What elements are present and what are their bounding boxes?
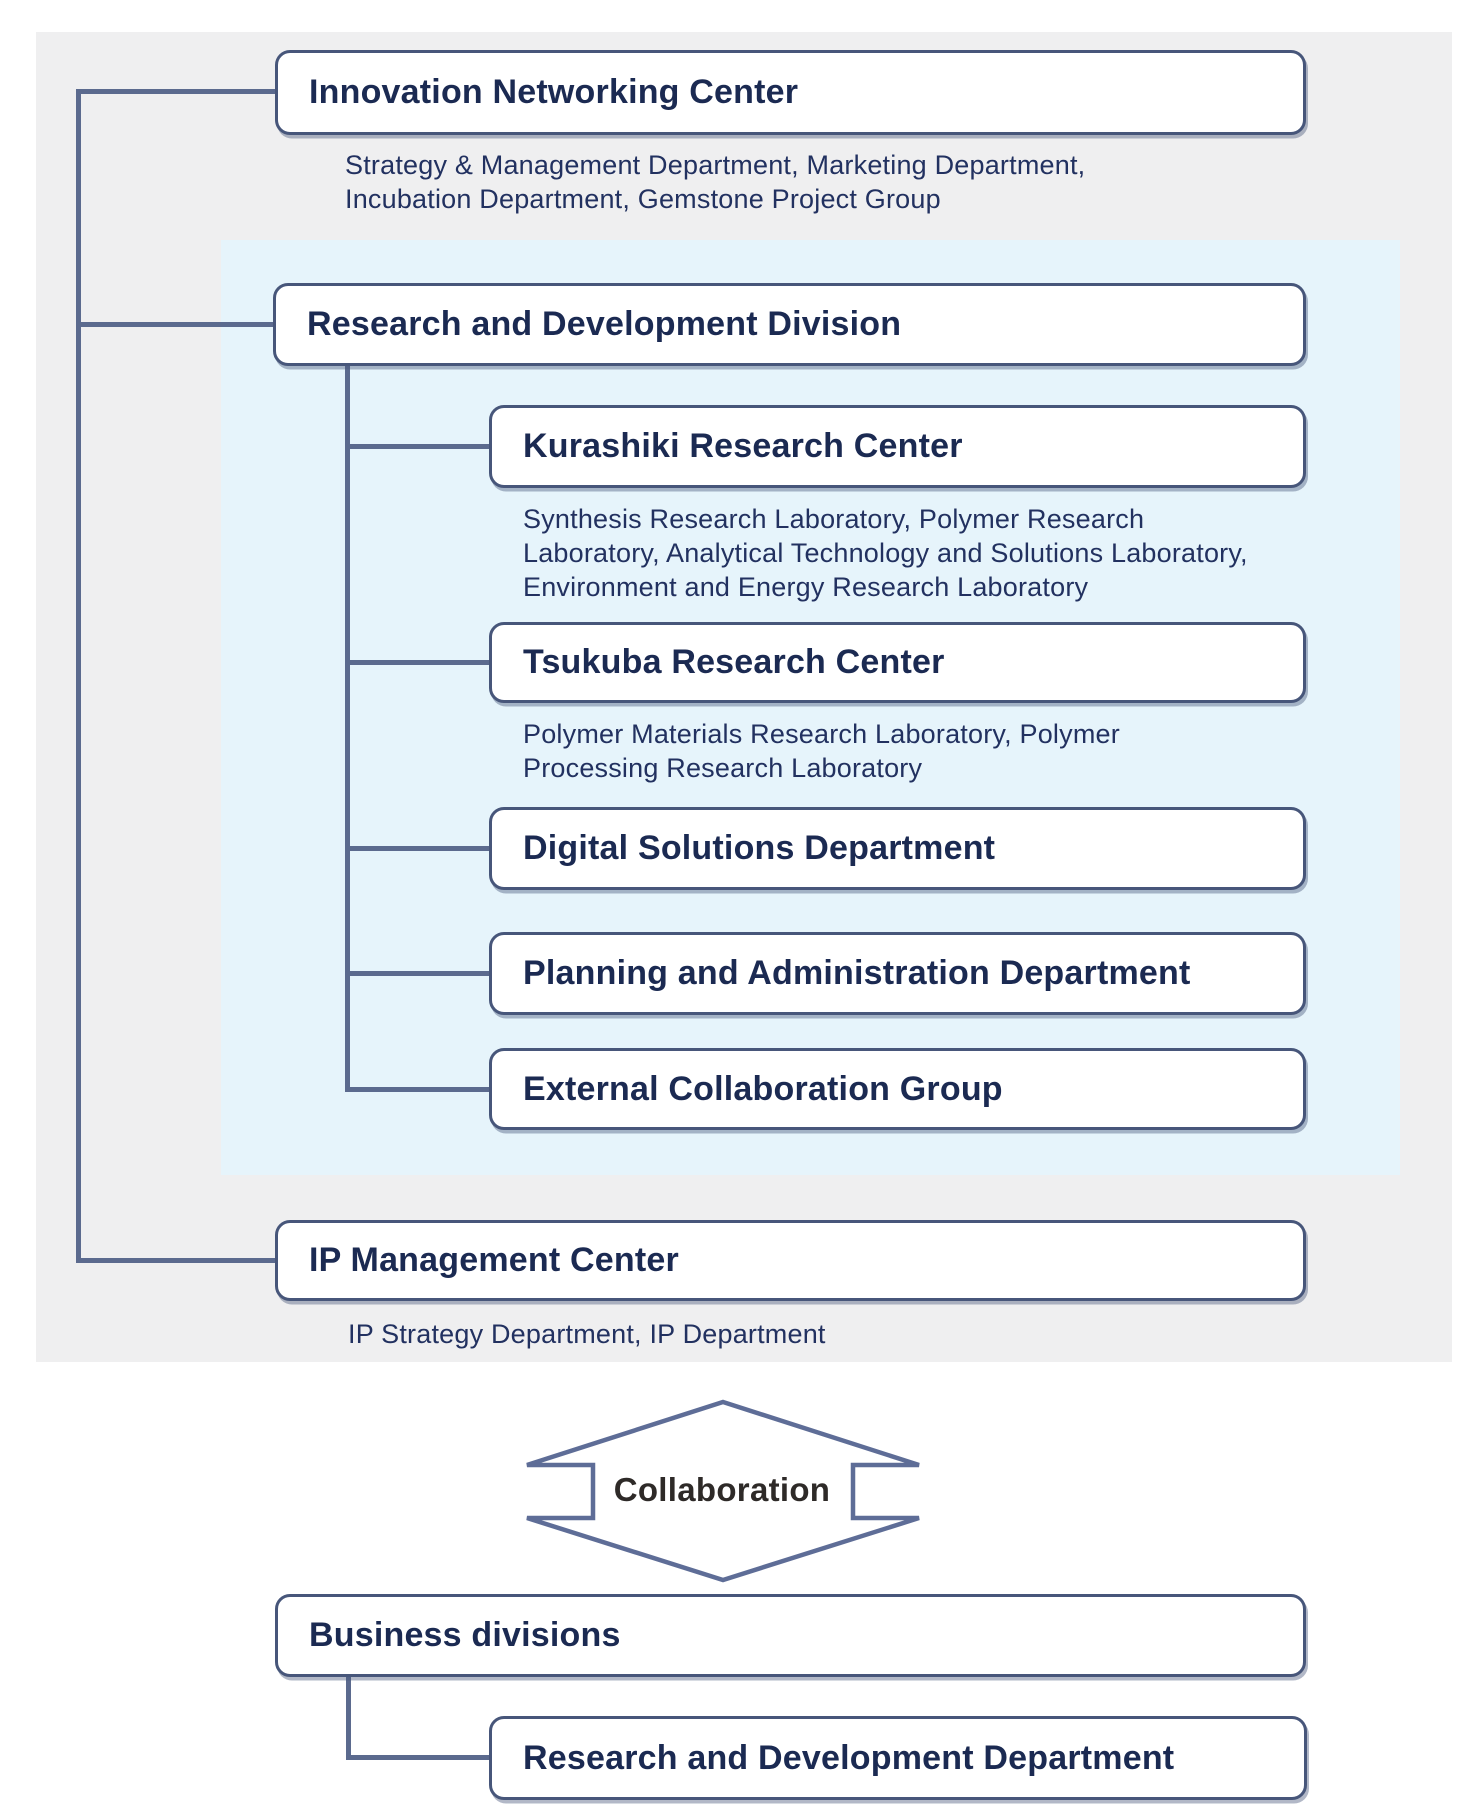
collaboration-label: Collaboration: [613, 1471, 831, 1508]
connector-ip-branch: [76, 1258, 277, 1263]
node-business-divisions: Business divisions: [275, 1594, 1306, 1677]
connector-tsukuba-branch: [345, 660, 491, 665]
connector-rd-department-branch: [346, 1755, 491, 1760]
node-research-and-development-department: Research and Development Department: [489, 1716, 1307, 1800]
connector-planning-branch: [345, 971, 491, 976]
node-planning-and-administration-department: Planning and Administration Department: [489, 932, 1306, 1015]
connector-external-branch: [345, 1087, 491, 1092]
node-label: Digital Solutions Department: [523, 829, 996, 867]
node-label: Tsukuba Research Center: [523, 643, 945, 681]
connector-rd-subtrunk-vertical: [345, 366, 350, 1092]
node-label: Kurashiki Research Center: [523, 427, 963, 465]
connector-business-vertical: [346, 1677, 351, 1760]
node-label: IP Management Center: [309, 1241, 679, 1279]
connector-innovation-branch: [76, 89, 277, 94]
node-label: Research and Development Department: [523, 1738, 1175, 1777]
node-external-collaboration-group: External Collaboration Group: [489, 1048, 1306, 1130]
connector-digital-branch: [345, 846, 491, 851]
node-kurashiki-research-center: Kurashiki Research Center: [489, 405, 1306, 488]
node-label: Business divisions: [309, 1616, 621, 1654]
node-label: Innovation Networking Center: [309, 73, 799, 111]
node-research-and-development-division: Research and Development Division: [273, 283, 1306, 366]
connector-trunk-vertical: [76, 89, 81, 1263]
node-innovation-networking-center: Innovation Networking Center: [275, 50, 1306, 135]
sublabel-tsukuba-research-center: Polymer Materials Research Laboratory, P…: [523, 719, 1120, 783]
double-arrow-shape: [526, 1399, 920, 1583]
connector-kurashiki-branch: [345, 444, 491, 449]
node-ip-management-center: IP Management Center: [275, 1220, 1306, 1301]
node-label: Research and Development Division: [307, 305, 902, 343]
connector-rd-division-branch: [76, 322, 275, 327]
sublabel-innovation-networking-center: Strategy & Management Department, Market…: [345, 150, 1086, 214]
collaboration-arrow: [526, 1399, 920, 1583]
node-label: External Collaboration Group: [523, 1069, 1003, 1108]
node-tsukuba-research-center: Tsukuba Research Center: [489, 622, 1306, 703]
sublabel-ip-management-center: IP Strategy Department, IP Department: [348, 1319, 826, 1349]
node-digital-solutions-department: Digital Solutions Department: [489, 807, 1306, 890]
node-label: Planning and Administration Department: [523, 954, 1191, 992]
rd-division-highlight-panel: [221, 240, 1400, 1175]
sublabel-kurashiki-research-center: Synthesis Research Laboratory, Polymer R…: [523, 504, 1248, 602]
